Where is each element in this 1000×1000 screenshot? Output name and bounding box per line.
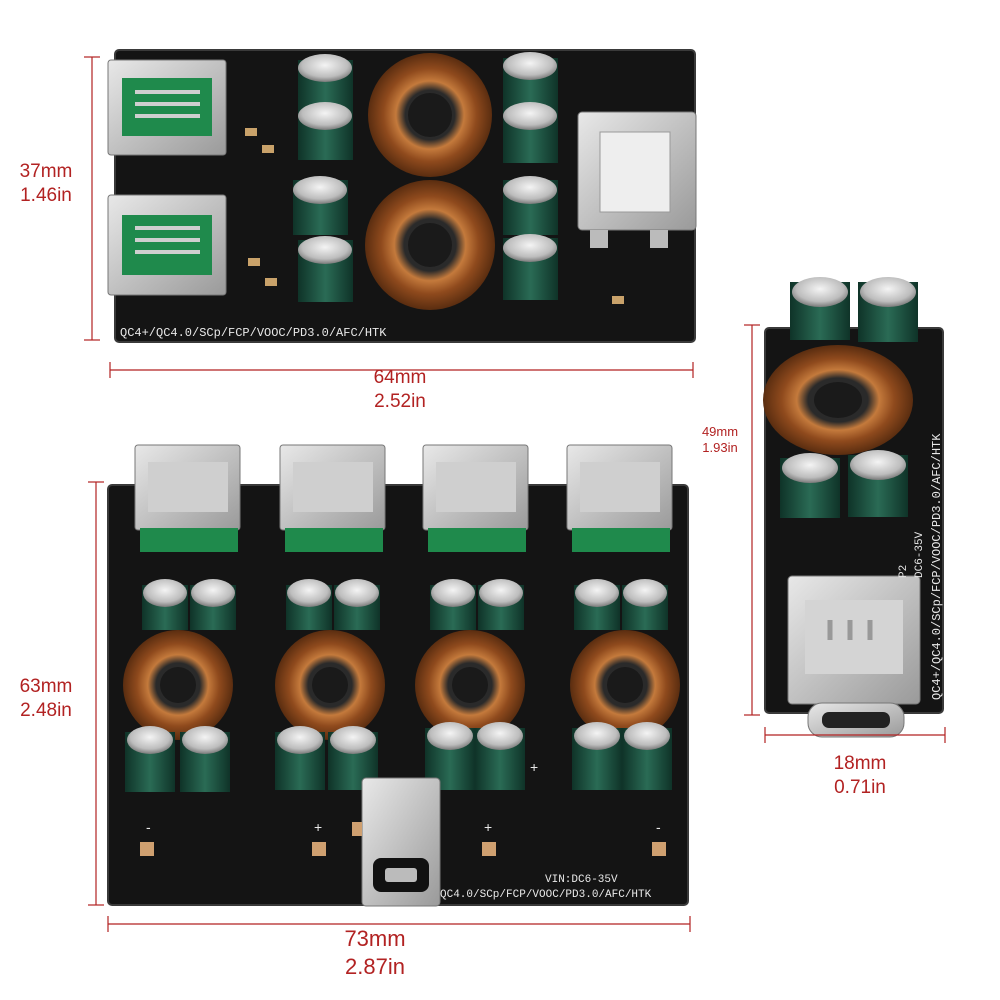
capacitor: [858, 277, 918, 342]
usb-c-port: [361, 777, 441, 907]
usb-a-port: [134, 444, 241, 552]
capacitor: [622, 722, 672, 790]
capacitor: [780, 453, 840, 518]
right-board-p2-label: P2: [898, 565, 910, 578]
right-board: QC4+/QC4.0/SCp/FCP/VOOC/PD3.0/AFC/HTK DC…: [763, 277, 944, 738]
toroid-inductor: [368, 53, 492, 177]
capacitor: [125, 726, 175, 792]
top-board-width-label: 64mm 2.52in: [350, 366, 450, 414]
capacitor: [334, 579, 380, 630]
top-board-width-in: 2.52in: [374, 390, 426, 412]
capacitor: [142, 579, 188, 630]
capacitor: [572, 722, 622, 790]
polarity-minus: -: [146, 819, 151, 835]
right-board-width-in: 0.71in: [834, 776, 886, 798]
bottom-board-width-in: 2.87in: [345, 953, 405, 979]
capacitor: [275, 726, 325, 790]
capacitor: [503, 234, 558, 300]
bottom-board-vin-label: VIN:DC6-35V: [545, 874, 618, 886]
capacitor: [430, 579, 476, 630]
toroid-inductor: [415, 630, 525, 740]
toroid-inductor: [570, 630, 680, 740]
usb-a-port: [107, 194, 227, 296]
capacitor: [574, 579, 620, 630]
polarity-minus: -: [656, 819, 661, 835]
right-board-width-dimension: [764, 727, 946, 743]
usb-a-port: [422, 444, 529, 552]
right-board-silkscreen: QC4+/QC4.0/SCp/FCP/VOOC/PD3.0/AFC/HTK: [930, 433, 944, 700]
capacitor: [293, 176, 348, 235]
usb-c-port: [577, 111, 697, 248]
right-board-height-dimension: [744, 324, 760, 716]
capacitor: [503, 52, 558, 108]
polarity-plus: +: [484, 819, 492, 835]
capacitor: [790, 277, 850, 340]
right-board-width-mm: 18mm: [833, 753, 887, 774]
bottom-board-height-mm: 63mm: [19, 676, 73, 697]
top-board-height-in: 1.46in: [20, 184, 72, 206]
usb-c-port: [807, 702, 905, 738]
capacitor: [848, 450, 908, 517]
usb-a-port: [107, 59, 227, 156]
right-board-height-mm: 49mm: [701, 424, 739, 439]
capacitor: [503, 176, 558, 235]
usb-a-port: [787, 575, 921, 705]
toroid-inductor: [275, 630, 385, 740]
toroid-inductor: [365, 180, 495, 310]
top-board-silkscreen: QC4+/QC4.0/SCp/FCP/VOOC/PD3.0/AFC/HTK: [120, 326, 387, 340]
right-board-vin-label: DC6-35V: [914, 531, 926, 578]
capacitor: [190, 579, 236, 630]
capacitor: [478, 579, 524, 630]
capacitor: [475, 722, 525, 790]
polarity-plus: +: [530, 759, 538, 775]
top-board-width-mm: 64mm: [373, 367, 427, 388]
top-board-height-dimension: [84, 56, 100, 341]
top-board-width-dimension: [109, 362, 694, 378]
capacitor: [286, 579, 332, 630]
bottom-board-height-label: 63mm 2.48in: [6, 675, 86, 723]
capacitor: [503, 102, 558, 163]
right-board-height-label: 49mm 1.93in: [690, 424, 750, 457]
bottom-board: - + + + - VIN:DC6-35V QC4.0/SCp/FCP/VOOC…: [107, 444, 689, 907]
capacitor: [180, 726, 230, 792]
bottom-board-silkscreen: QC4.0/SCp/FCP/VOOC/PD3.0/AFC/HTK: [440, 889, 652, 901]
capacitor: [298, 102, 353, 160]
top-board-height-mm: 37mm: [19, 161, 73, 182]
toroid-inductor: [123, 630, 233, 740]
right-board-height-in: 1.93in: [702, 440, 738, 456]
right-board-width-label: 18mm 0.71in: [810, 752, 910, 800]
capacitor: [298, 54, 353, 110]
top-board: QC4+/QC4.0/SCp/FCP/VOOC/PD3.0/AFC/HTK: [107, 49, 697, 343]
usb-a-port: [566, 444, 673, 552]
polarity-plus: +: [314, 819, 322, 835]
bottom-board-width-dimension: [107, 916, 691, 932]
capacitor: [622, 579, 668, 630]
usb-a-port: [279, 444, 386, 552]
capacitor: [298, 236, 353, 302]
bottom-board-height-dimension: [88, 481, 104, 906]
toroid-inductor: [763, 345, 913, 455]
bottom-board-width-label: 73mm 2.87in: [320, 925, 430, 980]
top-board-height-label: 37mm 1.46in: [6, 160, 86, 208]
bottom-board-width-mm: 73mm: [344, 926, 406, 951]
bottom-board-height-in: 2.48in: [20, 699, 72, 721]
